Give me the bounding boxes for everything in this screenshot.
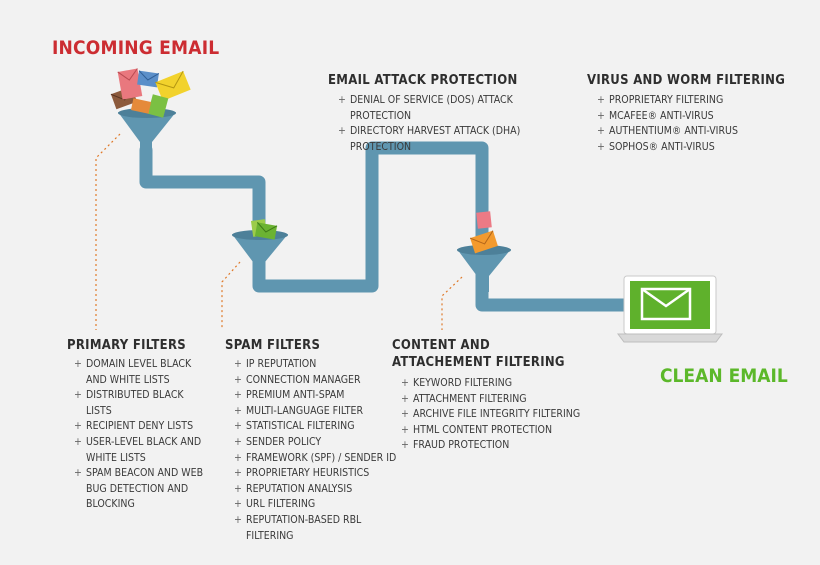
section-heading: EMAIL ATTACK PROTECTION [328,73,518,88]
envelope-icon [130,98,152,114]
attack-protection-list: DENIAL OF SERVICE (DOS) ATTACK PROTECTIO… [338,93,568,155]
funnel-icon [118,108,176,158]
section-heading: CONTENT AND ATTACHEMENT FILTERING [392,338,565,370]
list-item: DOMAIN LEVEL BLACK AND WHITE LISTS [74,357,210,388]
section-heading: SPAM FILTERS [225,338,321,353]
envelope-icon [137,70,160,88]
envelope-icon [469,230,498,254]
list-item: FRAUD PROTECTION [401,438,581,454]
list-item: STATISTICAL FILTERING [234,419,400,435]
list-item: HTML CONTENT PROTECTION [401,423,581,439]
list-item: SENDER POLICY [234,435,400,451]
connector-line [95,133,121,330]
list-item: ARCHIVE FILE INTEGRITY FILTERING [401,407,581,423]
envelope-icon [476,211,492,229]
list-item: IP REPUTATION [234,357,400,373]
list-item: SPAM BEACON AND WEB BUG DETECTION AND BL… [74,466,210,513]
spam-filters-section: SPAM FILTERS IP REPUTATION CONNECTION MA… [225,337,400,544]
list-item: DENIAL OF SERVICE (DOS) ATTACK PROTECTIO… [338,93,568,124]
content-filtering-list: KEYWORD FILTERING ATTACHMENT FILTERING A… [401,376,581,454]
primary-filters-section: PRIMARY FILTERS DOMAIN LEVEL BLACK AND W… [67,337,217,513]
clean-email-title: CLEAN EMAIL [660,365,788,387]
envelope-icon [117,68,143,100]
laptop-icon [617,275,723,343]
envelope-icon [254,222,278,240]
list-item: USER-LEVEL BLACK AND WHITE LISTS [74,435,210,466]
primary-filters-list: DOMAIN LEVEL BLACK AND WHITE LISTS DISTR… [74,357,210,513]
list-item: RECIPIENT DENY LISTS [74,419,210,435]
virus-filtering-section: VIRUS AND WORM FILTERING PROPRIETARY FIL… [587,72,787,155]
section-heading: VIRUS AND WORM FILTERING [587,73,786,88]
envelope-icon [147,94,169,118]
content-filtering-section: CONTENT AND ATTACHEMENT FILTERING KEYWOR… [392,337,580,454]
list-item: ATTACHMENT FILTERING [401,392,581,408]
funnel-icon [457,245,511,292]
list-item: SOPHOS® ANTI-VIRUS [597,140,787,156]
list-item: PROPRIETARY HEURISTICS [234,466,400,482]
list-item: DIRECTORY HARVEST ATTACK (DHA) PROTECTIO… [338,124,568,155]
incoming-email-title: INCOMING EMAIL [52,37,220,59]
envelope-icon [155,70,191,101]
list-item: PROPRIETARY FILTERING [597,93,787,109]
list-item: REPUTATION-BASED RBL FILTERING [234,513,400,544]
pipe [139,141,635,312]
list-item: PREMIUM ANTI-SPAM [234,388,400,404]
connector-line [221,261,241,330]
list-item: CONNECTION MANAGER [234,373,400,389]
list-item: FRAMEWORK (SPF) / SENDER ID [234,451,400,467]
attack-protection-section: EMAIL ATTACK PROTECTION DENIAL OF SERVIC… [328,72,568,155]
spam-filters-list: IP REPUTATION CONNECTION MANAGER PREMIUM… [234,357,400,544]
list-item: REPUTATION ANALYSIS [234,482,400,498]
list-item: MCAFEE® ANTI-VIRUS [597,109,787,125]
list-item: DISTRIBUTED BLACK LISTS [74,388,210,419]
virus-filtering-list: PROPRIETARY FILTERING MCAFEE® ANTI-VIRUS… [597,93,787,155]
list-item: MULTI-LANGUAGE FILTER [234,404,400,420]
list-item: AUTHENTIUM® ANTI-VIRUS [597,124,787,140]
list-item: URL FILTERING [234,497,400,513]
list-item: KEYWORD FILTERING [401,376,581,392]
section-heading: PRIMARY FILTERS [67,338,186,353]
connector-line [441,276,463,330]
